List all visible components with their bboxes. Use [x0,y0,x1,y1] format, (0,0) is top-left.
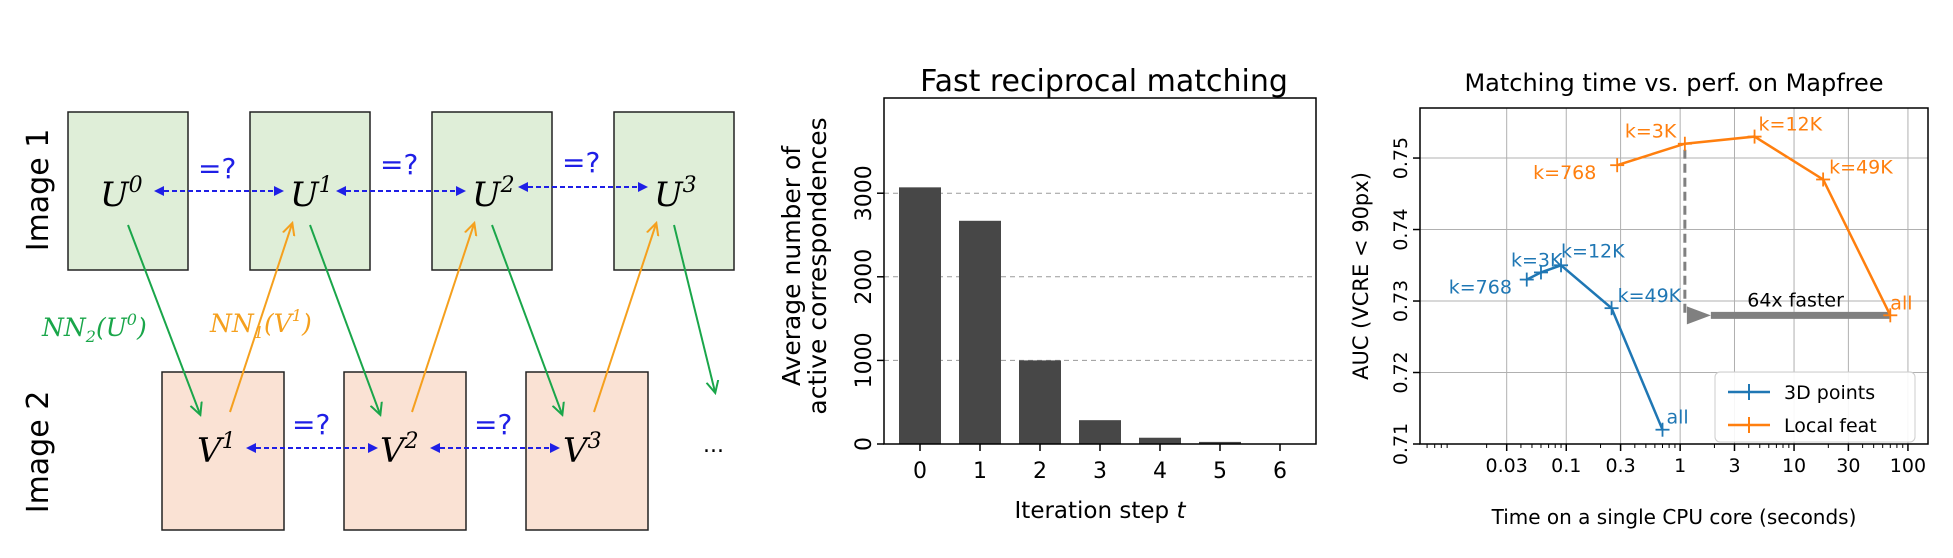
bar-chart: Fast reciprocal matching 0 1000 2000 3000 0… [777,64,1317,524]
bar-x-tick-label: 4 [1153,459,1167,484]
speedup-label: 64x faster [1747,289,1844,311]
row-label-image-2: Image 2 [21,391,56,514]
line-x-tick-label: 10 [1782,455,1806,477]
nn1-label: NN1(V1) [209,306,312,342]
nn1-arrow-v3-u3 [593,224,656,413]
ellipsis: ... [703,433,724,458]
line-y-tick-label: 0.71 [1390,423,1412,465]
line-chart: Matching time vs. perf. on Mapfree 0.710… [1349,69,1929,529]
node-label-u1: U1 [290,173,333,215]
row-label-image-1: Image 1 [21,129,56,252]
point-label: k=3K [1625,121,1677,143]
bar-chart-y-label-line1: Average number of [777,145,806,386]
point-label: all [1667,407,1689,429]
bar-x-tick-label: 1 [973,459,987,484]
nn2-arrow-u2-v3 [491,224,562,414]
nn1-arrow-v2-u2 [411,224,474,413]
bar [899,187,941,444]
point-label: k=49K [1618,285,1682,307]
bar-x-tick-label: 2 [1033,459,1047,484]
line-chart-x-ticks: 0.03 0.1 0.3 1 3 10 30 100 [1426,444,1926,477]
bar [1079,420,1121,444]
bar-x-tick-label: 6 [1273,459,1287,484]
node-label-u3: U3 [654,173,697,215]
line-chart-y-ticks: 0.71 0.72 0.73 0.74 0.75 [1390,137,1420,465]
bar-chart-y-label-line2: active correspondences [803,117,832,414]
line-chart-y-label: AUC (VCRE < 90px) [1349,172,1373,380]
line-y-tick-label: 0.75 [1390,137,1412,179]
bar [1139,437,1181,444]
line-x-tick-label: 1 [1674,455,1686,477]
bar [1199,441,1241,444]
node-label-v2: V2 [380,429,419,471]
line-chart-x-label: Time on a single CPU core (seconds) [1491,505,1857,529]
query-label-4: =? [292,408,330,441]
bar-chart-y-ticks: 0 1000 2000 3000 [852,165,884,451]
nn2-arrow-u0-v1 [127,224,200,414]
bar-chart-title: Fast reciprocal matching [920,64,1288,99]
bar-x-tick-label: 5 [1213,459,1227,484]
bar-y-tick-label: 0 [852,437,877,451]
bar-chart-x-ticks: 0 1 2 3 4 5 6 [913,444,1287,484]
bar-chart-x-label: Iteration step t [1015,498,1187,524]
node-label-v3: V3 [563,429,602,471]
point-label: k=12K [1759,114,1823,136]
legend-label-3d-points: 3D points [1784,382,1875,404]
bar-x-tick-label: 3 [1093,459,1107,484]
bar-x-tick-label: 0 [913,459,927,484]
line-x-tick-label: 0.03 [1486,455,1528,477]
nn2-label: NN2(U0) [41,310,147,346]
nn2-arrow-u3-out [673,224,715,392]
bar-chart-frame [883,97,1317,445]
point-label: k=12K [1561,240,1625,262]
query-label-5: =? [474,408,512,441]
node-label-u2: U2 [472,173,515,215]
line-x-tick-label: 100 [1890,455,1926,477]
query-label-2: =? [380,148,418,181]
line-x-tick-label: 0.1 [1551,455,1581,477]
bar-y-tick-label: 3000 [852,165,877,221]
node-label-v1: V1 [197,429,236,471]
line-x-tick-label: 3 [1728,455,1740,477]
bar [1019,360,1061,444]
line-x-tick-label: 0.3 [1605,455,1635,477]
query-label-3: =? [562,146,600,179]
legend-label-local-feat: Local feat [1784,415,1877,437]
bar [959,220,1001,444]
bar-chart-grid [884,192,1316,361]
speedup-annotation: 64x faster [1683,149,1891,325]
line-x-tick-label: 30 [1836,455,1860,477]
matching-diagram: Image 1 Image 2 U0 U1 U2 U3 V1 V2 V3 =? … [21,111,735,531]
point-label: all [1890,292,1912,314]
query-label-1: =? [198,152,236,185]
point-label: k=49K [1829,156,1893,178]
point-label: k=768 [1533,162,1596,184]
point-label: k=3K [1511,249,1563,271]
line-chart-legend: 3D points Local feat [1714,371,1916,443]
line-y-tick-label: 0.73 [1390,280,1412,322]
node-label-u0: U0 [100,173,143,215]
nn1-arrow-v1-u1 [229,224,292,413]
line-chart-title: Matching time vs. perf. on Mapfree [1464,69,1883,97]
nn2-arrow-u1-v2 [309,224,380,414]
line-chart-frame [1419,107,1929,445]
line-y-tick-label: 0.72 [1390,351,1412,393]
bar-y-tick-label: 2000 [852,249,877,305]
line-y-tick-label: 0.74 [1390,208,1412,250]
bar-y-tick-label: 1000 [852,332,877,388]
point-label: k=768 [1449,277,1512,299]
bar-chart-bars [899,187,1301,444]
